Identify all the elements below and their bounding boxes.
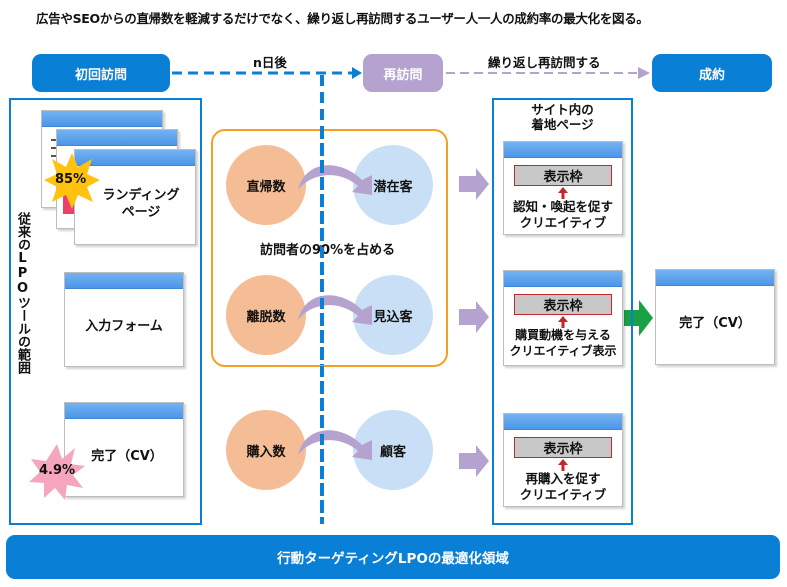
bounce-count-label: 直帰数 [246,179,286,195]
creative-text-repurchase: 再購入を促す クリエイティブ [519,471,607,503]
red-up-arrow-icon [558,316,568,328]
first-visit-label: 初回訪問 [74,67,127,83]
first-to-revisit-arrowhead [352,67,362,79]
creative-text-purchase-motivation: 購買動機を与える クリエイティブ表示 [509,328,617,358]
conversion-label: 成約 [698,67,725,83]
creative-card-awareness: 表示枠 認知・喚起を促す クリエイティブ [503,141,623,235]
curved-arrow-row2-icon [298,295,372,325]
revisit-pill: 再訪問 [363,54,443,92]
exit-count-circle: 離脱数 [226,275,306,355]
complete-rate-badge: 4.9% [39,463,76,478]
green-arrow-icon [624,300,653,336]
complete-rate-burst-icon [29,444,85,500]
first-visit-pill: 初回訪問 [32,54,170,92]
creative-card-repurchase: 表示枠 再購入を促す クリエイティブ [503,413,623,507]
complete-label-right: 完了（CV） [679,316,751,332]
display-slot-1: 表示枠 [514,165,612,186]
landing-page-window: ランディング ページ [74,149,196,245]
customer-label: 顧客 [379,444,406,460]
repeat-revisit-label: 繰り返し再訪問する [488,55,601,70]
complete-label-left: 完了（CV） [91,448,163,464]
n-days-later-label: n日後 [253,55,287,70]
optimization-area-banner: 行動ターゲティングLPOの最適化領域 [6,535,780,579]
block-arrow-row1-icon [459,168,489,200]
revisit-label: 再訪問 [383,67,423,83]
landing-rate-burst-icon [44,153,100,209]
input-form-window: 入力フォーム [64,272,184,367]
complete-window-right: 完了（CV） [655,269,775,365]
input-form-label: 入力フォーム [85,318,163,334]
purchase-count-label: 購入数 [246,444,286,460]
curved-arrow-row3-icon [298,430,372,460]
legacy-lpo-scope-label: 従来のLPOツールの範囲 [15,212,30,374]
bounce-count-circle: 直帰数 [226,145,306,225]
red-up-arrow-icon [558,459,568,471]
red-up-arrow-icon [558,187,568,199]
purchase-count-circle: 購入数 [226,410,306,490]
site-landing-pages-title: サイト内の 着地ページ [531,102,594,132]
complete-window-left: 完了（CV） [64,402,184,497]
block-arrow-row2-icon [459,301,489,333]
dropoff-visitors-frame [211,129,448,367]
block-arrow-row3-icon [459,445,489,477]
conversion-pill: 成約 [652,54,772,92]
optimization-area-label: 行動ターゲティングLPOの最適化領域 [277,551,509,567]
headline: 広告やSEOからの直帰数を軽減するだけでなく、繰り返し再訪問するユーザー人一人の… [36,11,649,26]
exit-count-label: 離脱数 [246,309,286,325]
creative-text-awareness: 認知・喚起を促す クリエイティブ [512,199,613,231]
display-slot-3: 表示枠 [514,437,612,458]
landing-rate-badge: 85% [55,172,87,187]
landing-page-label: ランディング ページ [102,188,180,220]
site-landing-pages-frame [492,98,633,525]
curved-arrow-row1-icon [298,165,372,195]
visitor-share-note: 訪問者の90%を占める [260,243,396,258]
revisit-to-conversion-arrowhead [638,67,650,79]
legacy-lpo-scope-frame [9,98,202,525]
display-slot-2: 表示枠 [514,294,612,315]
prospect-label: 見込客 [373,309,413,325]
potential-customer-label: 潜在客 [373,179,413,195]
creative-card-purchase-motivation: 表示枠 購買動機を与える クリエイティブ表示 [503,270,623,366]
